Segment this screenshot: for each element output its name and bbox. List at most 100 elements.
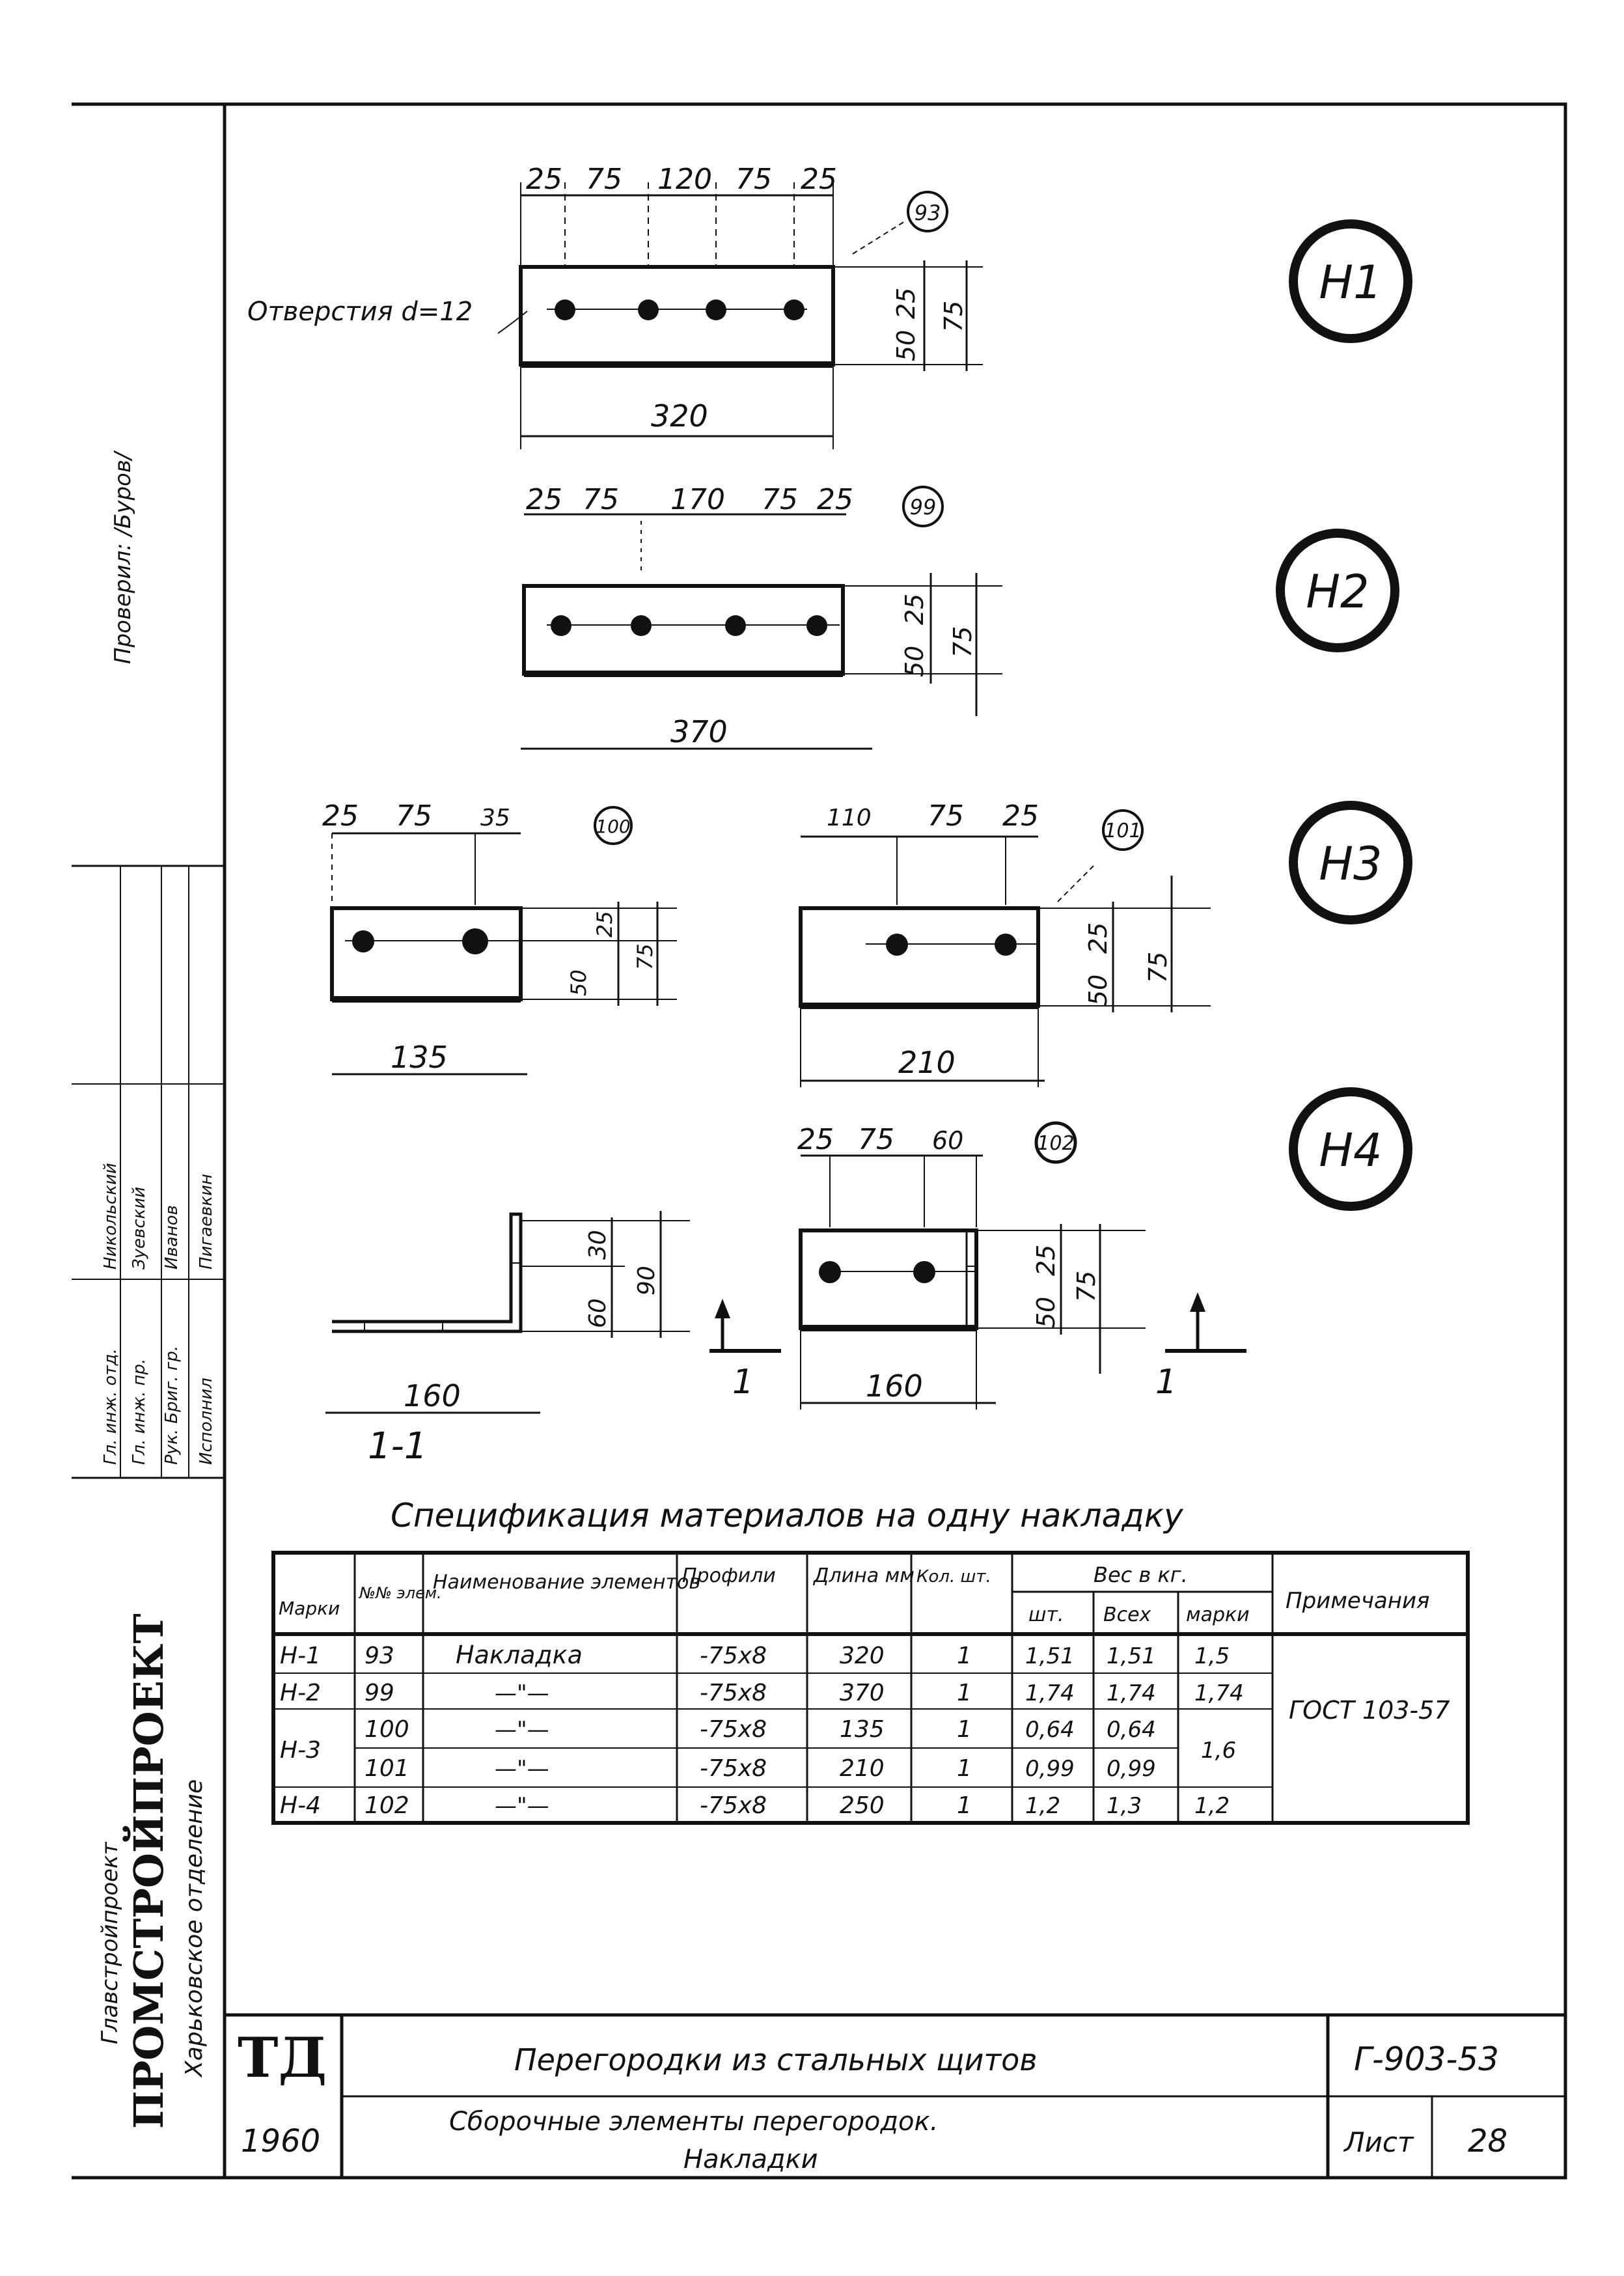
svg-text:1,2: 1,2 <box>1025 1793 1060 1819</box>
svg-text:0,64: 0,64 <box>1025 1717 1075 1743</box>
svg-text:—"—: —"— <box>495 1717 549 1743</box>
stamp-role-4: Исполнил <box>197 1378 216 1465</box>
h3a-side-2: 50 <box>566 969 591 996</box>
svg-text:Н4: Н4 <box>1319 1124 1382 1177</box>
spec-row-3: Н-3 100 —"— -75x8 135 1 0,64 0,64 1,6 <box>280 1716 1236 1764</box>
h4-dim-1: 25 <box>797 1123 834 1156</box>
svg-text:-75x8: -75x8 <box>700 1680 767 1706</box>
h3b-dim-3: 25 <box>1002 799 1039 833</box>
h2-side-3: 75 <box>948 626 977 658</box>
h3b-dim-1: 110 <box>827 805 872 831</box>
h3a-dim-1: 25 <box>322 799 359 833</box>
svg-text:1,74: 1,74 <box>1194 1680 1244 1706</box>
svg-text:93: 93 <box>365 1643 394 1669</box>
spec-row-4: 101 —"— -75x8 210 1 0,99 0,99 <box>365 1755 1156 1782</box>
svg-text:1: 1 <box>957 1755 972 1782</box>
sheet-frame <box>223 102 1567 2180</box>
h2-dim-5: 25 <box>817 483 853 516</box>
svg-text:-75x8: -75x8 <box>700 1755 767 1782</box>
stamp-role-3: Рук. Бриг. гр. <box>162 1346 182 1465</box>
mark-h3: Н3 <box>1289 801 1412 924</box>
h4-side-2: 50 <box>1032 1297 1060 1328</box>
svg-text:—"—: —"— <box>495 1793 549 1819</box>
spec-row-2: Н-2 99 —"— -75x8 370 1 1,74 1,74 1,74 <box>280 1680 1244 1706</box>
stamp-name-3: Иванов <box>162 1205 182 1270</box>
title-line-2: Сборочные элементы перегородок. <box>449 2107 938 2137</box>
svg-text:Н3: Н3 <box>1319 837 1382 891</box>
svg-text:0,64: 0,64 <box>1107 1717 1156 1743</box>
h4-section-label: 1-1 <box>368 1425 427 1467</box>
sheet-number: 28 <box>1468 2123 1507 2159</box>
h3b-dim-2: 75 <box>928 799 964 833</box>
spec-h-length: Длина мм <box>812 1564 915 1587</box>
h3b-side-3: 75 <box>1144 952 1172 983</box>
org-name: ПРОМСТРОЙПРОЕКТ <box>122 1614 172 2129</box>
svg-text:320: 320 <box>840 1643 885 1669</box>
h2-dim-3: 170 <box>670 483 725 516</box>
svg-text:1,6: 1,6 <box>1201 1738 1236 1764</box>
svg-text:1,2: 1,2 <box>1194 1793 1230 1819</box>
h2-length: 370 <box>670 714 728 749</box>
h1-dim-1: 25 <box>526 163 562 196</box>
org-parent: Главстройпроект <box>97 1841 123 2044</box>
h1-dim-4: 75 <box>736 163 772 196</box>
h1-dim-2: 75 <box>586 163 622 196</box>
spec-h-w-mark: марки <box>1186 1603 1250 1626</box>
plate-h4 <box>799 1121 1146 1409</box>
svg-text:Н-3: Н-3 <box>280 1737 321 1764</box>
h4-length: 160 <box>866 1368 923 1404</box>
hole-note: Отверстия d=12 <box>247 297 473 327</box>
stamp-name-2: Зуевский <box>130 1187 149 1270</box>
svg-text:Н-2: Н-2 <box>280 1680 321 1706</box>
h4-elem: 102 <box>1037 1132 1074 1155</box>
section-cut-marker-left <box>709 1299 781 1353</box>
h2-elem: 99 <box>910 495 937 520</box>
h3b-length: 210 <box>898 1045 956 1080</box>
svg-text:-75x8: -75x8 <box>700 1643 767 1669</box>
svg-text:102: 102 <box>365 1792 409 1819</box>
h3b-side-1: 25 <box>1084 923 1112 954</box>
h1-side-1: 25 <box>892 288 920 319</box>
h3a-side-3: 75 <box>633 943 657 970</box>
svg-text:0,99: 0,99 <box>1107 1756 1156 1782</box>
h3b-elem: 101 <box>1104 820 1141 842</box>
svg-text:-75x8: -75x8 <box>700 1716 767 1743</box>
h2-dim-4: 75 <box>762 483 798 516</box>
h2-dim-2: 75 <box>583 483 619 516</box>
drawing-code: Г-903-53 <box>1354 2040 1499 2078</box>
plate-h2 <box>521 486 1002 750</box>
h1-dim-3: 120 <box>657 163 712 196</box>
svg-text:1,51: 1,51 <box>1107 1643 1156 1669</box>
mark-h1: Н1 <box>1289 219 1412 343</box>
svg-text:210: 210 <box>840 1755 885 1782</box>
h2-dim-1: 25 <box>526 483 562 516</box>
svg-text:Н1: Н1 <box>1319 256 1382 309</box>
svg-text:1: 1 <box>957 1643 972 1669</box>
spec-h-profile: Профили <box>682 1564 776 1587</box>
stamp-name-4: Пигаевкин <box>197 1174 216 1270</box>
spec-h-elem: №№ элем. <box>358 1584 442 1602</box>
h4-angle-side-2: 60 <box>585 1298 611 1328</box>
h1-dim-5: 25 <box>801 163 837 196</box>
h4-side-1: 25 <box>1032 1245 1060 1276</box>
year: 1960 <box>241 2123 320 2159</box>
svg-text:0,99: 0,99 <box>1025 1756 1075 1782</box>
svg-text:100: 100 <box>365 1716 409 1743</box>
h3a-side-1: 25 <box>592 911 617 937</box>
svg-text:Н-1: Н-1 <box>280 1643 321 1669</box>
plate-h3-right <box>799 809 1211 1087</box>
h4-dim-3: 60 <box>932 1126 963 1155</box>
spec-note: ГОСТ 103-57 <box>1289 1696 1450 1725</box>
spec-h-name: Наименование элементов <box>433 1571 700 1594</box>
td-mark: ТД <box>238 2025 327 2090</box>
org-branch: Харьковское отделение <box>181 1779 208 2078</box>
checked-by: Проверил: /Буров/ <box>110 450 136 664</box>
angle-h4-section <box>325 1211 690 1414</box>
sheet-label: Лист <box>1343 2126 1414 2158</box>
svg-text:—"—: —"— <box>495 1756 549 1782</box>
spec-title: Спецификация материалов на одну накладку <box>391 1497 1184 1534</box>
h1-elem: 93 <box>915 201 941 225</box>
h4-angle-side-1: 30 <box>585 1230 611 1260</box>
h3b-side-2: 50 <box>1084 975 1112 1006</box>
svg-text:Накладка: Накладка <box>456 1641 583 1669</box>
